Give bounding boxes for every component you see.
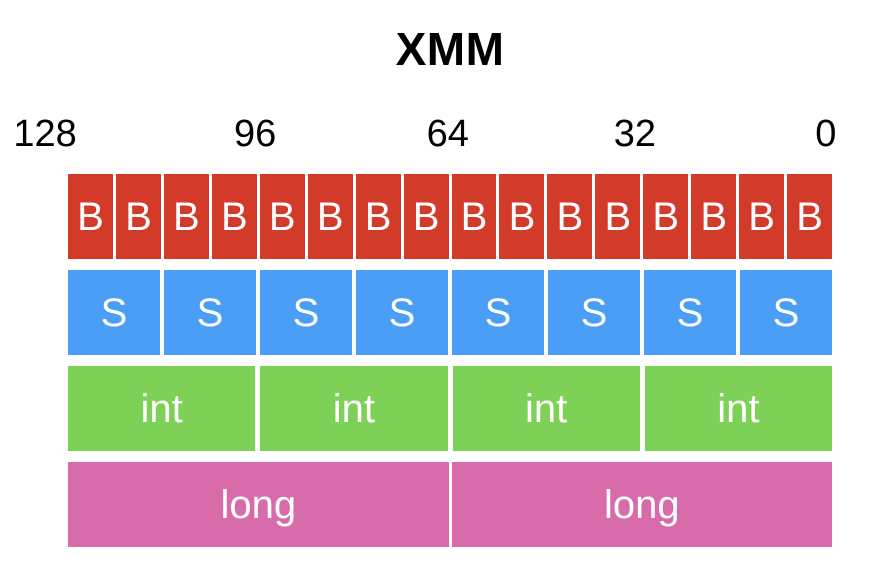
bit-label-0: 0 [815, 113, 837, 155]
short-lane-cell: S [740, 270, 832, 355]
bit-scale: 128 96 64 32 0 [13, 112, 836, 160]
byte-lane-cell: B [451, 174, 497, 259]
short-lane-cell: S [68, 270, 160, 355]
long-lane-cell: long [451, 462, 832, 547]
byte-lane-cell: B [259, 174, 305, 259]
byte-lane-cell: B [595, 174, 641, 259]
short-lane-cell: S [548, 270, 640, 355]
int-lane-cell: int [68, 366, 256, 451]
long-lane-cell: long [68, 462, 449, 547]
byte-lane-cell: B [643, 174, 689, 259]
byte-lane-cell: B [787, 174, 832, 259]
short-lane-cell: S [644, 270, 736, 355]
byte-lane-cell: B [499, 174, 545, 259]
short-lane-cell: S [452, 270, 544, 355]
bit-label-32: 32 [613, 113, 657, 155]
byte-lane-cell: B [403, 174, 449, 259]
byte-lane-cell: B [163, 174, 209, 259]
byte-lane-cell: B [547, 174, 593, 259]
diagram-title: XMM [395, 23, 505, 75]
bit-label-128: 128 [13, 113, 77, 155]
byte-lane-cell: B [211, 174, 257, 259]
byte-lane-cell: B [691, 174, 737, 259]
short-lane-cell: S [260, 270, 352, 355]
bit-label-64: 64 [426, 113, 469, 155]
byte-lane-cell: B [68, 174, 113, 259]
byte-lane-cell: B [307, 174, 353, 259]
byte-lane-cell: B [739, 174, 785, 259]
byte-lane-cell: B [115, 174, 161, 259]
short-lane-cell: S [356, 270, 448, 355]
int-lane-cell: int [644, 366, 832, 451]
int-lane-cell: int [260, 366, 448, 451]
int-lane-cell: int [452, 366, 640, 451]
byte-lane-cell: B [355, 174, 401, 259]
short-lane-cell: S [164, 270, 256, 355]
bit-label-96: 96 [234, 113, 277, 155]
